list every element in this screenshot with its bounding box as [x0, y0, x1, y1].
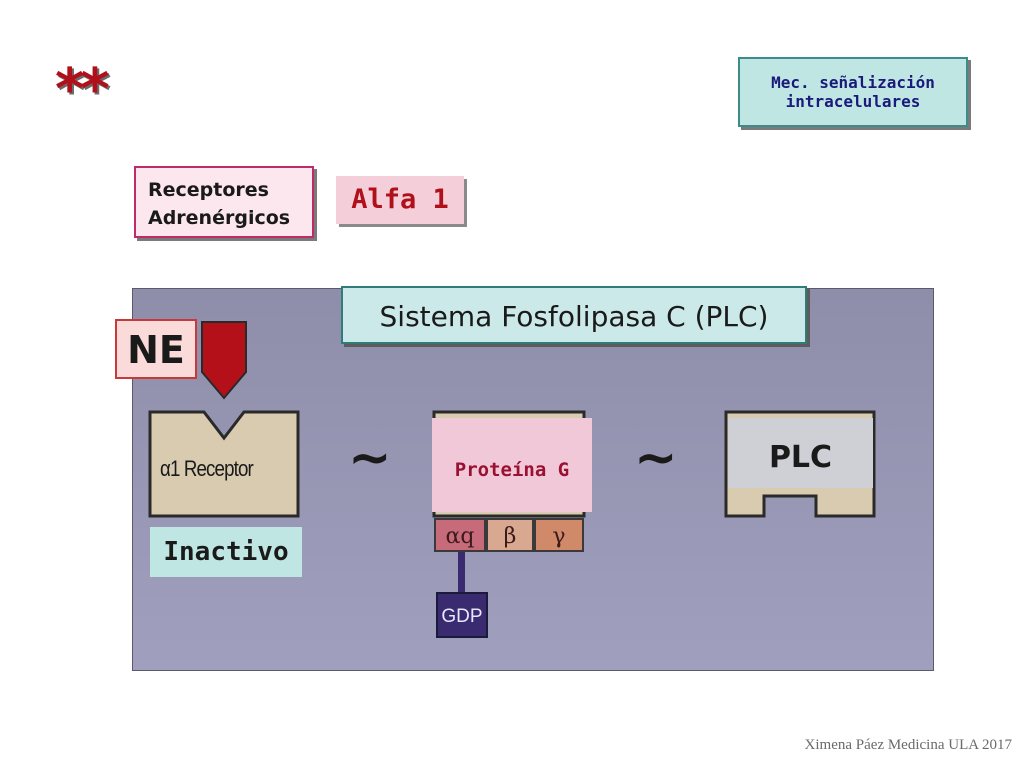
receptor-label: α1 Receptor	[160, 456, 254, 481]
tilde-link-2: ~	[634, 428, 678, 488]
tilde-link-1: ~	[348, 428, 392, 488]
alfa-label: Alfa 1	[336, 176, 464, 224]
proteina-g-label: Proteína G	[432, 418, 592, 512]
topic-line-2: intracelulares	[785, 92, 921, 111]
alpha1-receptor-shape	[148, 410, 300, 518]
receptores-line-2: Adrenérgicos	[148, 207, 291, 229]
topic-box: Mec. señalización intracelulares	[738, 57, 968, 127]
inactivo-label: Inactivo	[150, 527, 302, 577]
gamma-subunit: γ	[534, 518, 584, 552]
ne-arrow-icon	[201, 321, 247, 400]
gdp-box: GDP	[436, 592, 488, 638]
alpha-q-subunit: αq	[434, 518, 486, 552]
ne-label: NE	[115, 319, 197, 379]
plc-label: PLC	[728, 418, 873, 488]
topic-line-1: Mec. señalización	[771, 73, 935, 92]
double-asterisk-mark: **	[55, 57, 110, 122]
sistema-title: Sistema Fosfolipasa C (PLC)	[341, 286, 807, 344]
receptores-box: Receptores Adrenérgicos	[134, 166, 314, 238]
receptores-line-1: Receptores	[148, 179, 269, 201]
gdp-connector	[458, 552, 465, 594]
footer-credit: Ximena Páez Medicina ULA 2017	[804, 737, 1012, 753]
beta-subunit: β	[486, 518, 534, 552]
